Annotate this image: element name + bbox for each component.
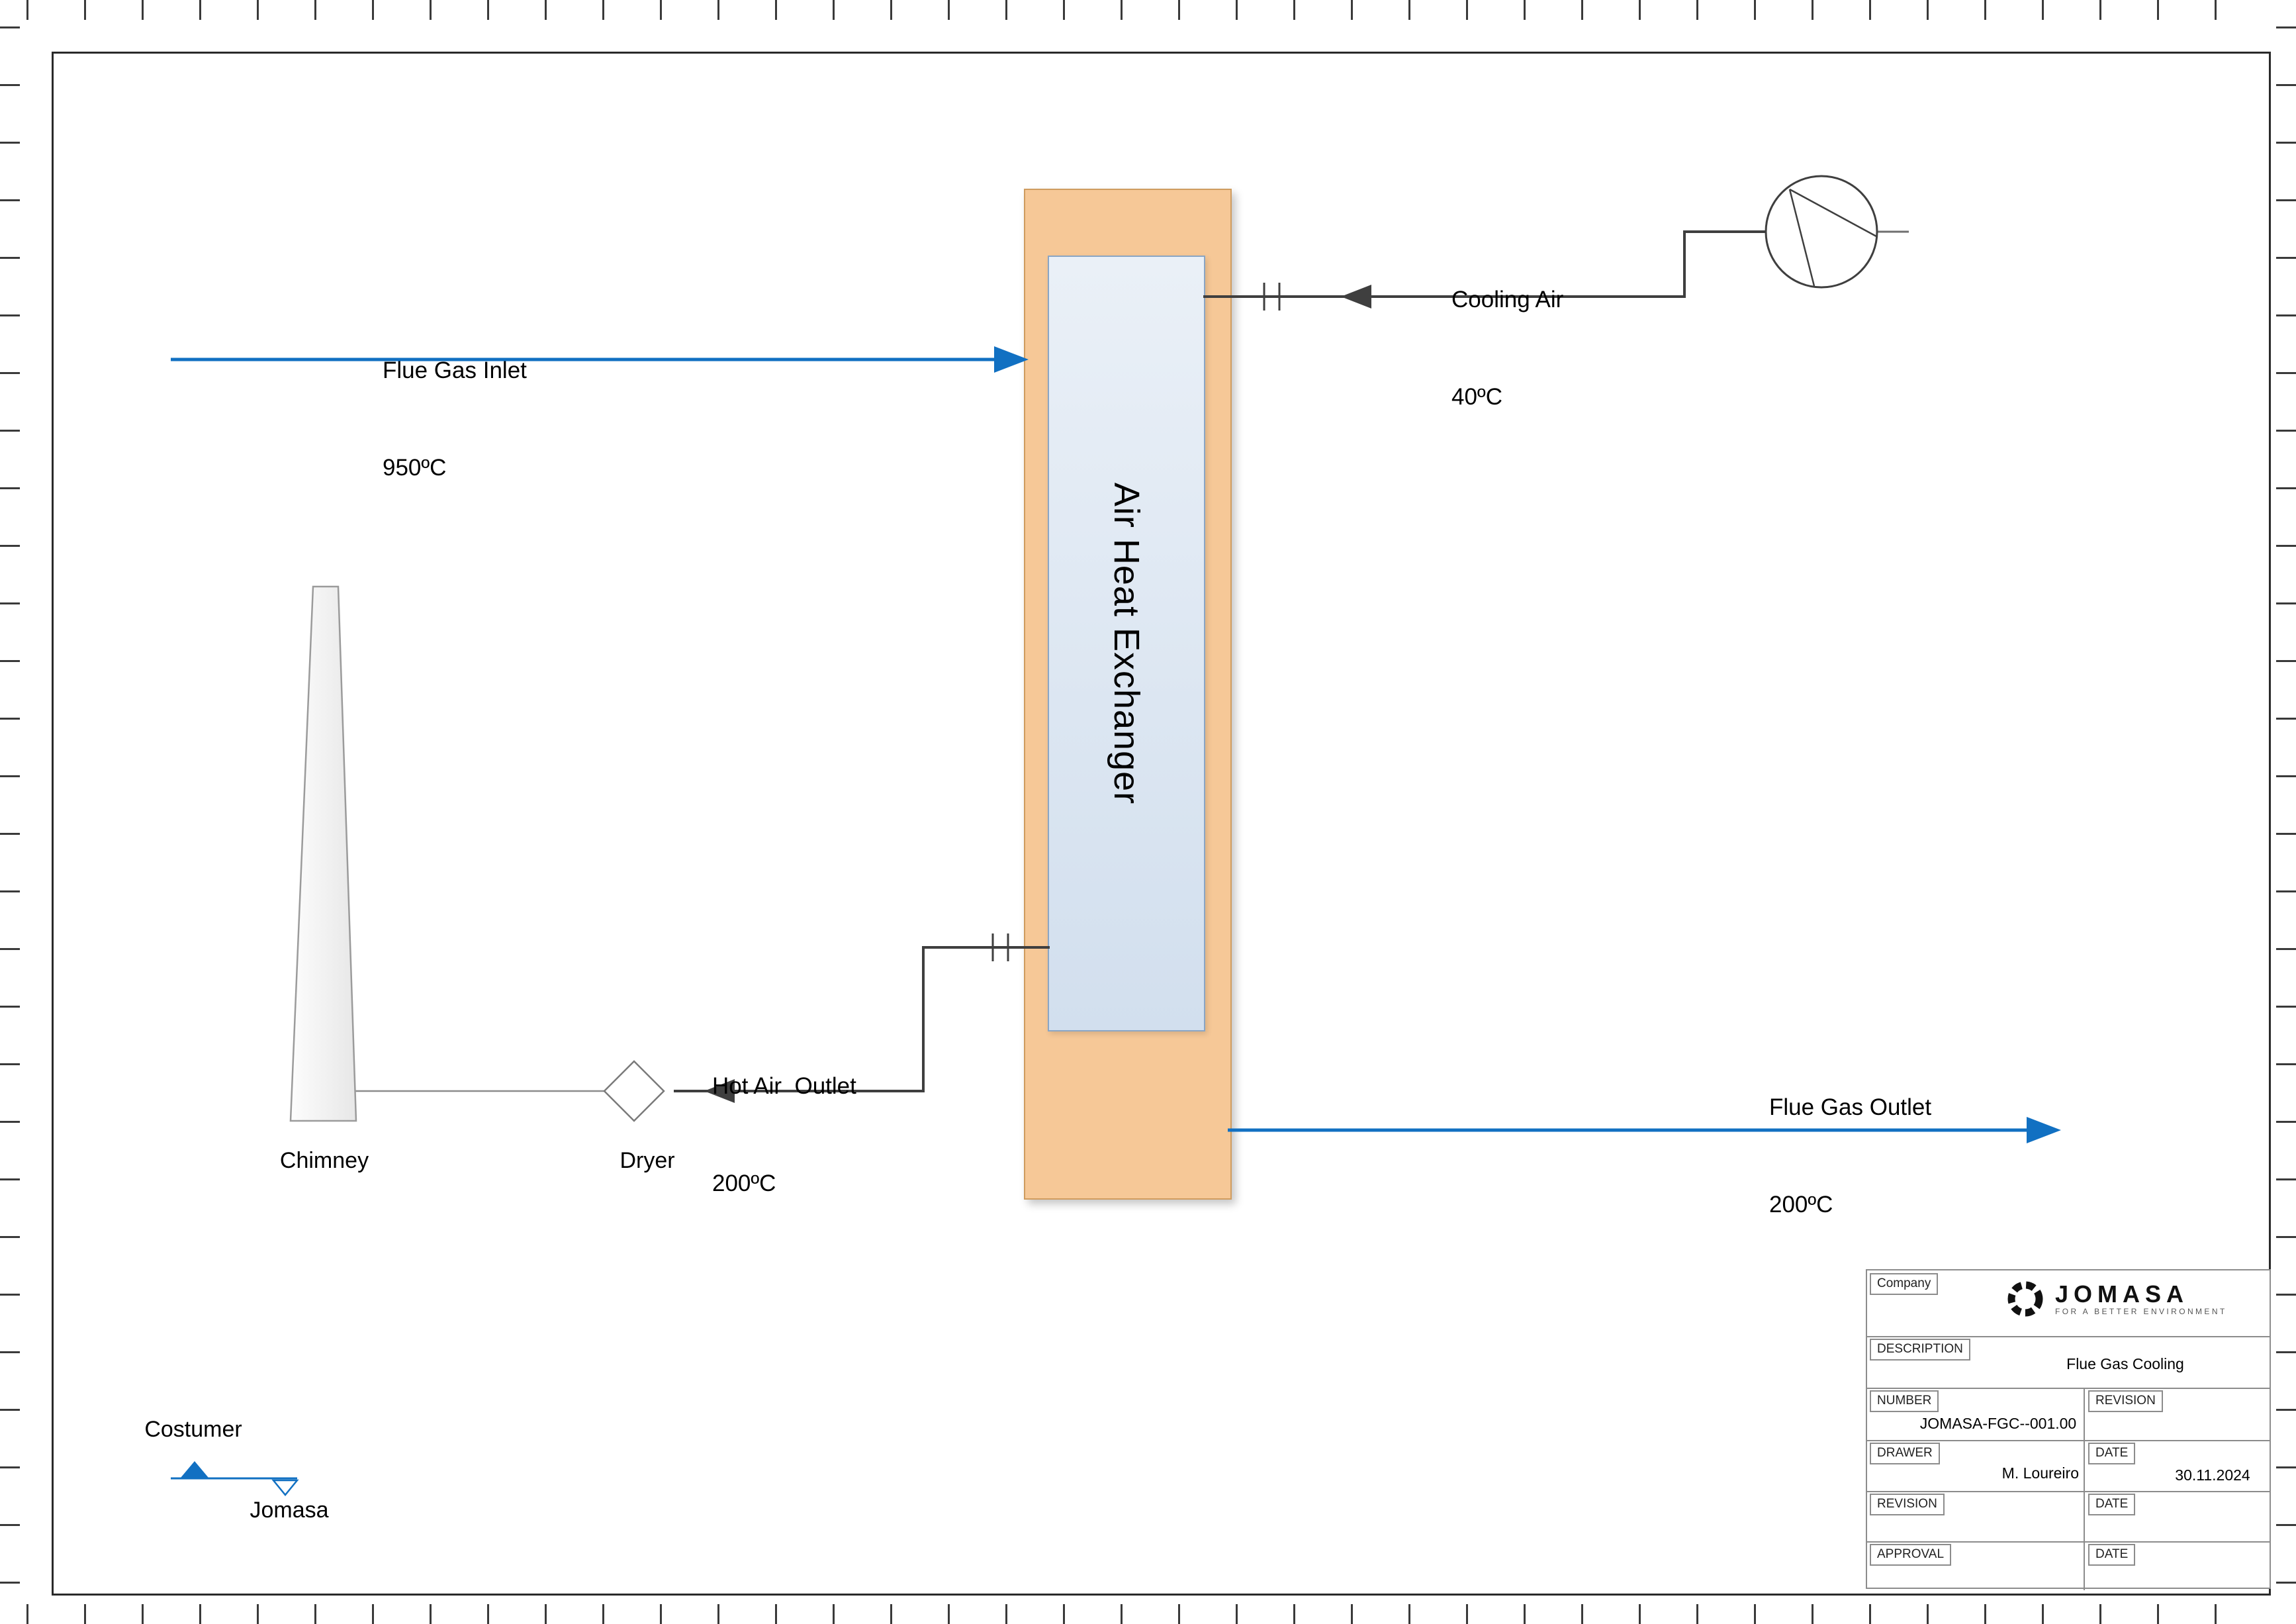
- customer-label: Costumer: [144, 1417, 242, 1442]
- ruler-ticks-top: [26, 0, 2270, 20]
- hot-air-outlet-text: Hot Air Outlet: [712, 1073, 856, 1099]
- jomasa-logo-textblock: JOMASA FOR A BETTER ENVIRONMENT: [2055, 1280, 2227, 1317]
- chimney-shape: [289, 585, 357, 1122]
- date-tag: DATE: [2088, 1544, 2136, 1566]
- company-tag: Company: [1870, 1273, 1939, 1295]
- company-flow-triangle-icon: [271, 1479, 299, 1496]
- number-tag: NUMBER: [1870, 1390, 1939, 1412]
- hot-air-outlet-label: Hot Air Outlet 200ºC: [712, 1005, 856, 1232]
- title-block-divider: [1867, 1388, 2270, 1389]
- title-block-divider: [1867, 1491, 2270, 1492]
- title-block: Company JOMASA FOR A BETTER ENVIRONMENT …: [1866, 1269, 2271, 1590]
- flue-gas-outlet-label: Flue Gas Outlet 200ºC: [1769, 1026, 1931, 1253]
- company-label: Jomasa: [250, 1498, 329, 1523]
- chimney-label: Chimney: [279, 1148, 369, 1173]
- date-value: 30.11.2024: [2175, 1466, 2250, 1484]
- approval-tag: APPROVAL: [1870, 1544, 1952, 1566]
- flue-gas-inlet-arrow-icon: [994, 346, 1029, 373]
- cooling-air-text: Cooling Air: [1451, 287, 1564, 312]
- description-value: Flue Gas Cooling: [2066, 1355, 2184, 1372]
- drawer-value: M. Loureiro: [2001, 1464, 2079, 1482]
- title-block-divider: [1867, 1440, 2270, 1441]
- cooling-air-label: Cooling Air 40ºC: [1451, 218, 1563, 446]
- flue-gas-inlet-text: Flue Gas Inlet: [383, 358, 527, 383]
- dryer-shape: [603, 1060, 665, 1122]
- title-block-divider: [2084, 1388, 2085, 1590]
- ruler-ticks-right: [2276, 26, 2296, 1598]
- date-tag: DATE: [2088, 1494, 2136, 1515]
- hot-air-outlet-temp: 200ºC: [712, 1170, 776, 1196]
- drawer-tag: DRAWER: [1870, 1443, 1940, 1464]
- hot-air-line: [674, 946, 1050, 1092]
- fan-icon: [1765, 175, 1878, 289]
- date-tag: DATE: [2088, 1443, 2136, 1464]
- flue-gas-outlet-temp: 200ºC: [1769, 1192, 1833, 1218]
- number-value: JOMASA-FGC--001.00: [1919, 1415, 2077, 1432]
- title-block-divider: [1867, 1336, 2270, 1337]
- jomasa-logo-text: JOMASA: [2055, 1280, 2189, 1308]
- cooling-air-temp: 40ºC: [1451, 384, 1502, 410]
- customer-flow-triangle-icon: [181, 1461, 208, 1478]
- ruler-ticks-bottom: [26, 1604, 2270, 1624]
- drawing-frame: [52, 52, 2271, 1596]
- heat-exchanger-core: [1048, 256, 1205, 1031]
- title-block-divider: [1867, 1541, 2270, 1543]
- cooling-air-line: [1203, 230, 1765, 298]
- flue-gas-inlet-temp: 950ºC: [383, 455, 447, 481]
- ruler-ticks-left: [0, 26, 20, 1598]
- jomasa-logo-tagline: FOR A BETTER ENVIRONMENT: [2055, 1307, 2227, 1316]
- cooling-air-arrow-icon: [1341, 285, 1371, 309]
- flue-gas-inlet-label: Flue Gas Inlet 950ºC: [383, 289, 527, 516]
- fan-blade-icon: [1788, 188, 1877, 287]
- description-tag: DESCRIPTION: [1870, 1339, 1970, 1361]
- revision-tag: REVISION: [1870, 1494, 1945, 1515]
- jomasa-logo-icon: [2007, 1281, 2043, 1317]
- hot-air-arrow-icon: [704, 1079, 735, 1103]
- flue-gas-outlet-text: Flue Gas Outlet: [1769, 1094, 1932, 1120]
- jomasa-logo: JOMASA FOR A BETTER ENVIRONMENT: [2005, 1278, 2227, 1319]
- flue-gas-outlet-arrow-icon: [2027, 1117, 2061, 1143]
- revision-tag: REVISION: [2088, 1390, 2163, 1412]
- dryer-label: Dryer: [620, 1148, 675, 1173]
